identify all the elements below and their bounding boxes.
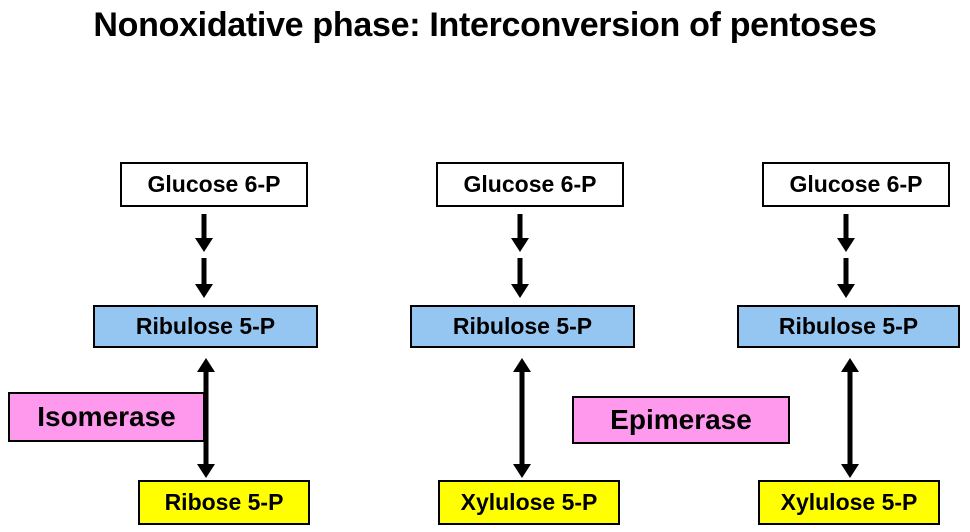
- arrow-shaft: [517, 258, 523, 286]
- arrow-shaft: [519, 370, 525, 466]
- arrow-glucose-to-ribulose-2a: [511, 214, 529, 252]
- node-enzyme-isomerase[interactable]: Isomerase: [8, 392, 205, 442]
- node-ribose-5p[interactable]: Ribose 5-P: [138, 480, 310, 525]
- arrow-head-down-icon: [837, 284, 855, 298]
- arrow-shaft: [843, 214, 849, 240]
- arrow-shaft: [201, 258, 207, 286]
- node-ribulose-5p-3[interactable]: Ribulose 5-P: [737, 305, 960, 348]
- node-enzyme-epimerase[interactable]: Epimerase: [572, 396, 790, 444]
- node-xylulose-5p-2[interactable]: Xylulose 5-P: [438, 480, 620, 525]
- arrow-shaft: [843, 258, 849, 286]
- node-glucose-6p-2[interactable]: Glucose 6-P: [436, 162, 624, 207]
- arrow-glucose-to-ribulose-1b: [195, 258, 213, 298]
- node-ribulose-5p-2[interactable]: Ribulose 5-P: [410, 305, 635, 348]
- arrow-head-down-icon: [511, 238, 529, 252]
- arrow-head-down-icon: [511, 284, 529, 298]
- arrow-shaft: [203, 370, 209, 466]
- arrow-head-down-icon: [195, 238, 213, 252]
- node-glucose-6p-1[interactable]: Glucose 6-P: [120, 162, 308, 207]
- arrow-head-up-icon: [513, 358, 531, 372]
- arrow-head-down-icon: [195, 284, 213, 298]
- arrow-head-down-icon: [513, 464, 531, 478]
- arrow-glucose-to-ribulose-2b: [511, 258, 529, 298]
- arrow-head-down-icon: [837, 238, 855, 252]
- arrow-shaft: [847, 370, 853, 466]
- arrow-head-up-icon: [841, 358, 859, 372]
- node-glucose-6p-3[interactable]: Glucose 6-P: [762, 162, 950, 207]
- arrow-ribulose-xylulose-bidirectional-2: [512, 358, 532, 478]
- arrow-ribulose-ribose-bidirectional: [196, 358, 216, 478]
- node-xylulose-5p-3[interactable]: Xylulose 5-P: [758, 480, 940, 525]
- arrow-head-up-icon: [197, 358, 215, 372]
- node-ribulose-5p-1[interactable]: Ribulose 5-P: [93, 305, 318, 348]
- arrow-head-down-icon: [841, 464, 859, 478]
- arrow-shaft: [517, 214, 523, 240]
- arrow-glucose-to-ribulose-3a: [837, 214, 855, 252]
- arrow-glucose-to-ribulose-1a: [195, 214, 213, 252]
- page-title: Nonoxidative phase: Interconversion of p…: [93, 6, 877, 44]
- arrow-head-down-icon: [197, 464, 215, 478]
- arrow-ribulose-xylulose-bidirectional-3: [840, 358, 860, 478]
- arrow-shaft: [201, 214, 207, 240]
- arrow-glucose-to-ribulose-3b: [837, 258, 855, 298]
